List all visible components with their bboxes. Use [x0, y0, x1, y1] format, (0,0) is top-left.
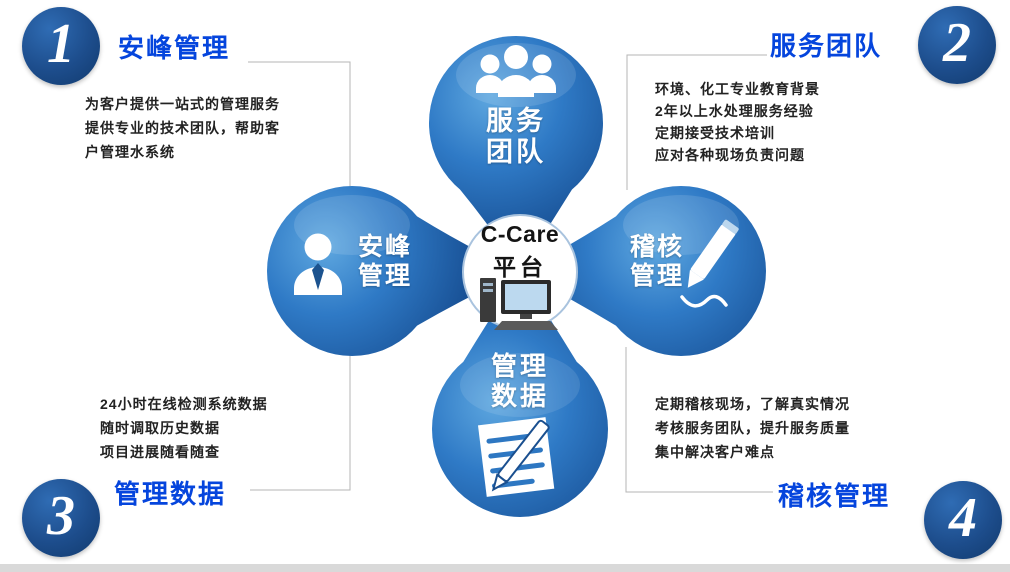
bottom-gray-bar — [0, 564, 1010, 572]
petal-label-line: 管理 — [490, 351, 549, 381]
petal-label-line: 稽核 — [629, 233, 684, 261]
petal-service-team — [429, 36, 603, 272]
petal-label-line: 数据 — [490, 381, 549, 411]
petal-anfeng-management — [267, 186, 520, 356]
center-brand-text: C-Care — [480, 221, 560, 247]
text-line: 定期稽核现场，了解真实情况 — [655, 396, 850, 412]
text-line: 环境、化工专业教育背景 — [655, 81, 820, 97]
text-block-audit-management: 定期稽核现场，了解真实情况 考核服务团队，提升服务质量 集中解决客户难点 — [655, 392, 850, 464]
text-line: 考核服务团队，提升服务质量 — [655, 420, 850, 436]
corner-number-1: 1 — [22, 7, 100, 85]
heading-service-team: 服务团队 — [770, 31, 883, 61]
desktop-computer-icon — [480, 278, 558, 330]
center-hub — [462, 214, 578, 330]
text-line: 24小时在线检测系统数据 — [100, 396, 268, 412]
manager-icon — [294, 233, 342, 295]
notepad-pen-icon — [477, 417, 555, 497]
petal-label-line: 服务 — [486, 106, 546, 136]
corner-number-2: 2 — [918, 6, 996, 84]
corner-number-4: 4 — [924, 481, 1002, 559]
team-icon — [476, 45, 556, 97]
petal-label-service-team: 服务 团队 — [462, 106, 570, 168]
center-platform-text: 平台 — [493, 254, 547, 280]
text-block-management-data: 24小时在线检测系统数据 随时调取历史数据 项目进展随看随查 — [100, 392, 268, 464]
pencil-icon — [680, 219, 739, 308]
text-line: 为客户提供一站式的管理服务 — [85, 96, 280, 112]
petal-label-line: 安峰 — [357, 233, 412, 261]
center-label: C-Care 平台 — [458, 221, 582, 282]
petal-label-line: 管理 — [357, 262, 412, 290]
text-line: 提供专业的技术团队，帮助客 — [85, 120, 280, 136]
text-line: 定期接受技术培训 — [655, 125, 775, 141]
text-line: 应对各种现场负责问题 — [655, 147, 805, 163]
connector-line-4 — [625, 347, 773, 493]
text-block-anfeng-management: 为客户提供一站式的管理服务 提供专业的技术团队，帮助客 户管理水系统 — [85, 92, 280, 164]
petal-label-management-data: 管理 数据 — [466, 351, 574, 411]
text-line: 2年以上水处理服务经验 — [655, 103, 814, 119]
corner-number-3: 3 — [22, 479, 100, 557]
connector-line-3 — [250, 352, 351, 491]
connector-line-1 — [248, 61, 351, 197]
petal-label-audit-management: 稽核 管理 — [616, 233, 698, 291]
text-line: 户管理水系统 — [85, 144, 175, 160]
petal-management-data — [432, 272, 608, 517]
connector-line-2 — [626, 54, 767, 190]
petal-label-line: 管理 — [629, 262, 684, 290]
connector-lines — [248, 54, 773, 493]
heading-audit-management: 稽核管理 — [778, 481, 891, 511]
heading-management-data: 管理数据 — [114, 479, 227, 509]
petal-label-anfeng-management: 安峰 管理 — [344, 233, 426, 291]
text-line: 集中解决客户难点 — [655, 444, 775, 460]
heading-anfeng-management: 安峰管理 — [118, 33, 231, 63]
text-line: 项目进展随看随查 — [100, 444, 220, 460]
petal-label-line: 团队 — [486, 137, 546, 167]
text-block-service-team: 环境、化工专业教育背景 2年以上水处理服务经验 定期接受技术培训 应对各种现场负… — [655, 78, 820, 166]
text-line: 随时调取历史数据 — [100, 420, 220, 436]
